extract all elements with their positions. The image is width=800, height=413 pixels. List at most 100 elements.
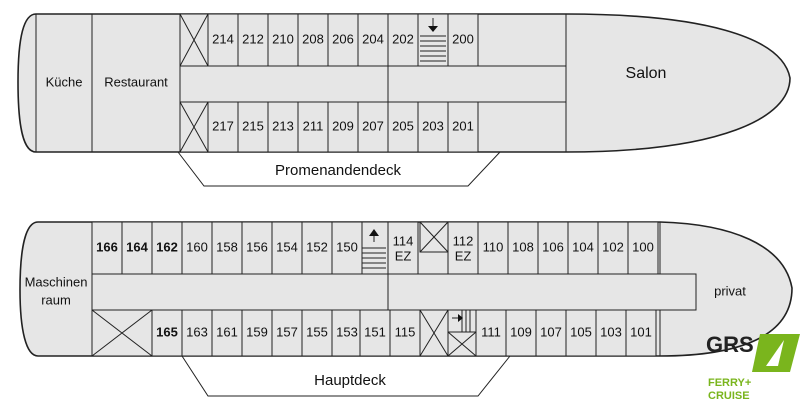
cabin-161 <box>211 309 243 357</box>
cabin-205 <box>387 101 419 153</box>
cabin-114 <box>387 221 419 275</box>
kitchen-label: Küche <box>46 74 83 89</box>
main-deck-outline <box>181 355 511 397</box>
cabin-number: 206 <box>332 31 354 46</box>
cabin-number: 157 <box>276 324 298 339</box>
cabin-number: 162 <box>156 239 178 254</box>
cabin-number: 107 <box>540 324 562 339</box>
cabin-number: 201 <box>452 118 474 133</box>
cabin-154 <box>271 221 303 275</box>
cabin-203 <box>417 101 449 153</box>
private-label: privat <box>714 283 746 298</box>
cabin-101 <box>625 309 657 357</box>
cabin-number: 115 <box>395 324 416 339</box>
cabin-164 <box>121 221 153 275</box>
cabin-115 <box>389 309 421 357</box>
upper-deck-name: Promenandendeck <box>275 162 401 179</box>
cabin-202 <box>387 13 419 67</box>
cabin-201 <box>447 101 479 153</box>
cabin-number: 109 <box>510 324 532 339</box>
cabin-number: 155 <box>306 324 328 339</box>
cabin-165 <box>151 309 183 357</box>
logo-brand: GRS <box>706 332 754 357</box>
engine-room-label-2: raum <box>41 292 71 307</box>
engine-room-label-1: Maschinen <box>25 274 88 289</box>
cabin-number: 159 <box>246 324 268 339</box>
cabin-number: 166 <box>96 239 118 254</box>
cabin-217 <box>207 101 239 153</box>
cabin-207 <box>357 101 389 153</box>
cabin-100 <box>627 221 659 275</box>
cabin-number: 160 <box>186 239 208 254</box>
stairs-icon <box>417 13 449 67</box>
cabin-number: 212 <box>242 31 264 46</box>
restaurant-label: Restaurant <box>104 74 168 89</box>
cabin-108 <box>507 221 539 275</box>
cabin-number: 209 <box>332 118 354 133</box>
cabin-number: 151 <box>364 324 386 339</box>
cabin-number: 208 <box>302 31 324 46</box>
logo-sub1: FERRY+ <box>708 377 751 389</box>
cabin-number: 101 <box>630 324 652 339</box>
cabin-104 <box>567 221 599 275</box>
cabin-number: 202 <box>392 31 414 46</box>
cabin-159 <box>241 309 273 357</box>
cabin-155 <box>301 309 333 357</box>
cabin-112 <box>447 221 479 275</box>
cabin-number: 154 <box>276 239 298 254</box>
cabin-number: 210 <box>272 31 294 46</box>
cabin-number: 104 <box>572 239 594 254</box>
cabin-number: 103 <box>600 324 622 339</box>
stairs-icon <box>359 221 389 275</box>
cabin-number: 114 <box>393 233 414 248</box>
cabin-number: 105 <box>570 324 592 339</box>
cabin-number: 153 <box>336 324 358 339</box>
cabin-sub-label: EZ <box>455 248 472 263</box>
cabin-157 <box>271 309 303 357</box>
cabin-160 <box>181 221 213 275</box>
cabin-number: 211 <box>303 118 324 133</box>
cabin-number: 204 <box>362 31 384 46</box>
cabin-208 <box>297 13 329 67</box>
cabin-214 <box>207 13 239 67</box>
cabin-number: 158 <box>216 239 238 254</box>
cabin-number: 152 <box>306 239 328 254</box>
cabin-number: 164 <box>126 239 148 254</box>
cabin-213 <box>267 101 299 153</box>
cabin-number: 215 <box>242 118 264 133</box>
cabin-number: 150 <box>336 239 358 254</box>
cabin-number: 156 <box>246 239 268 254</box>
cabin-163 <box>181 309 213 357</box>
cabin-number: 102 <box>602 239 624 254</box>
cabin-162 <box>151 221 183 275</box>
cabin-number: 214 <box>212 31 234 46</box>
salon-label: Salon <box>626 65 667 82</box>
cabin-110 <box>477 221 509 275</box>
cabin-103 <box>595 309 627 357</box>
grs-logo: GRS FERRY+ CRUISE <box>706 332 800 402</box>
upper-corridor <box>179 65 567 103</box>
cabin-number: 106 <box>542 239 564 254</box>
cabin-number: 165 <box>156 324 178 339</box>
cabin-number: 217 <box>212 118 234 133</box>
cabin-211 <box>297 101 329 153</box>
cabin-sub-label: EZ <box>395 248 412 263</box>
cabin-156 <box>241 221 273 275</box>
cabin-109 <box>505 309 537 357</box>
cabin-number: 108 <box>512 239 534 254</box>
stairs-icon <box>447 309 477 333</box>
cabin-number: 112 <box>453 233 474 248</box>
logo-sub2: CRUISE <box>708 390 750 402</box>
promenade-outline <box>177 151 501 187</box>
cabin-number: 203 <box>422 118 444 133</box>
cabin-number: 100 <box>632 239 654 254</box>
cabin-204 <box>357 13 389 67</box>
cabin-number: 111 <box>481 324 501 339</box>
cabin-number: 163 <box>186 324 208 339</box>
cabin-200 <box>447 13 479 67</box>
cabin-number: 110 <box>483 239 504 254</box>
cabin-number: 207 <box>362 118 384 133</box>
